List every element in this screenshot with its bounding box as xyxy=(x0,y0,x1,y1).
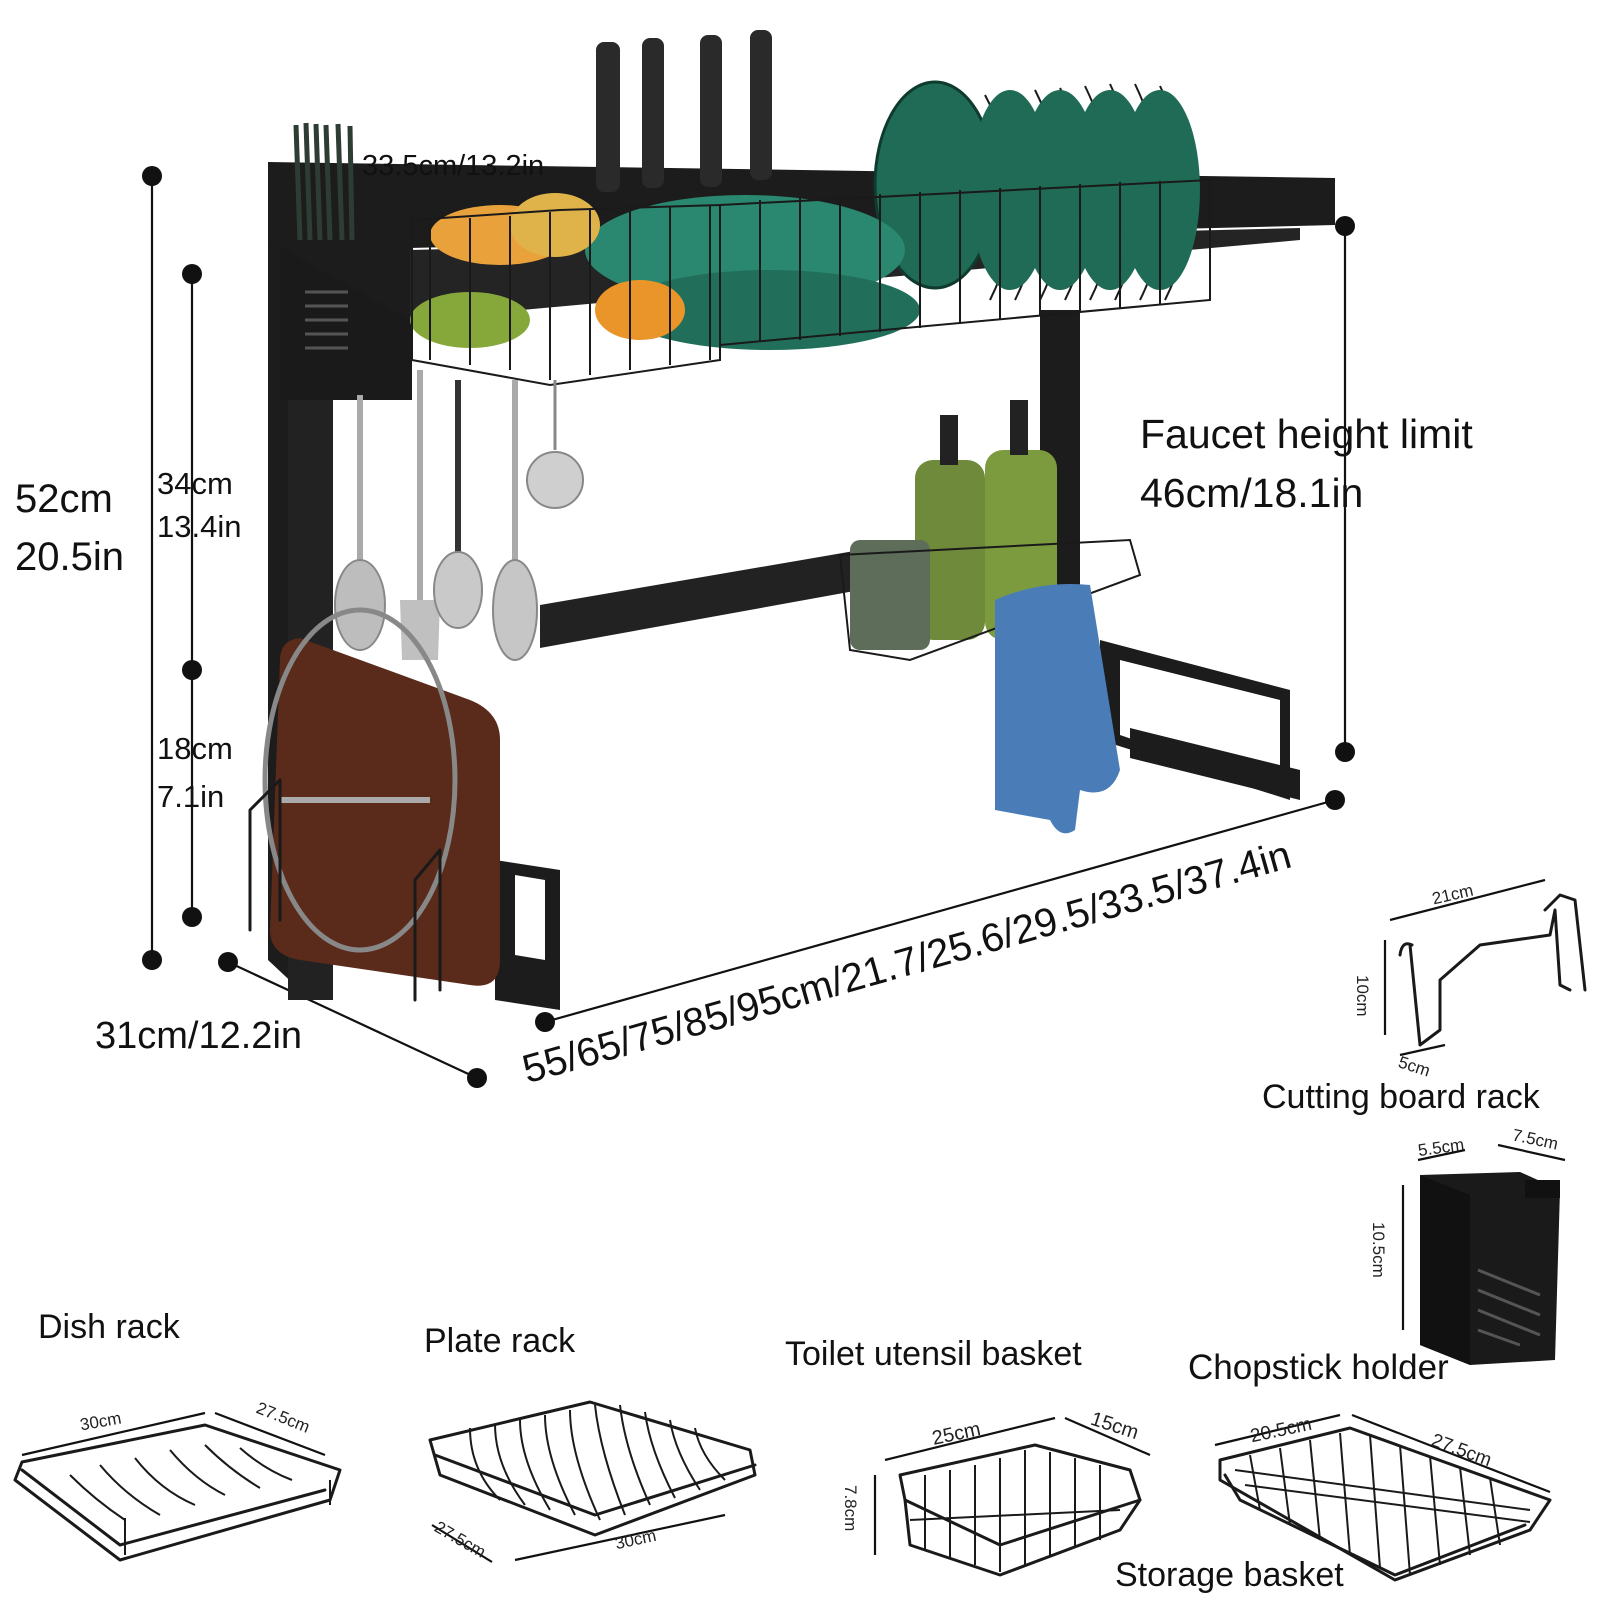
lower-height-in: 7.1in xyxy=(157,779,225,815)
fruit-basket xyxy=(410,193,721,387)
chopsticks xyxy=(293,122,355,241)
bowls xyxy=(585,195,920,350)
upper-height-in: 13.4in xyxy=(157,509,242,545)
cutting-board-rack-label: Cutting board rack xyxy=(1262,1078,1540,1116)
hanging-utensils xyxy=(334,370,584,661)
storage-basket-label: Storage basket xyxy=(1115,1556,1344,1594)
plate-rack-label: Plate rack xyxy=(424,1322,576,1360)
dish-basket-wires xyxy=(719,178,1211,346)
faucet-height-title: Faucet height limit xyxy=(1140,411,1473,457)
total-height-label: 52cm 20.5in xyxy=(15,470,124,586)
towel xyxy=(995,584,1120,834)
utensil-basket-label: Toilet utensil basket xyxy=(785,1335,1082,1373)
faucet-height-label: Faucet height limit 46cm/18.1in xyxy=(1140,405,1473,524)
total-height-in: 20.5in xyxy=(15,535,124,579)
lower-height-label: 18cm 7.1in xyxy=(157,725,233,821)
dish-rack-label: Dish rack xyxy=(38,1308,180,1346)
cutting-board xyxy=(248,607,500,1002)
chopstick-holder-label: Chopstick holder xyxy=(1188,1348,1449,1387)
upper-height-label: 34cm 13.4in xyxy=(157,462,241,549)
depth-label: 31cm/12.2in xyxy=(95,1015,303,1057)
top-width-label: 33.5cm/13.2in xyxy=(362,150,545,182)
lower-height-cm: 18cm xyxy=(157,731,233,766)
faucet-height-value: 46cm/18.1in xyxy=(1140,470,1364,517)
total-height-cm: 52cm xyxy=(15,477,113,521)
knives xyxy=(596,30,772,192)
upper-height-cm: 34cm xyxy=(157,466,233,501)
